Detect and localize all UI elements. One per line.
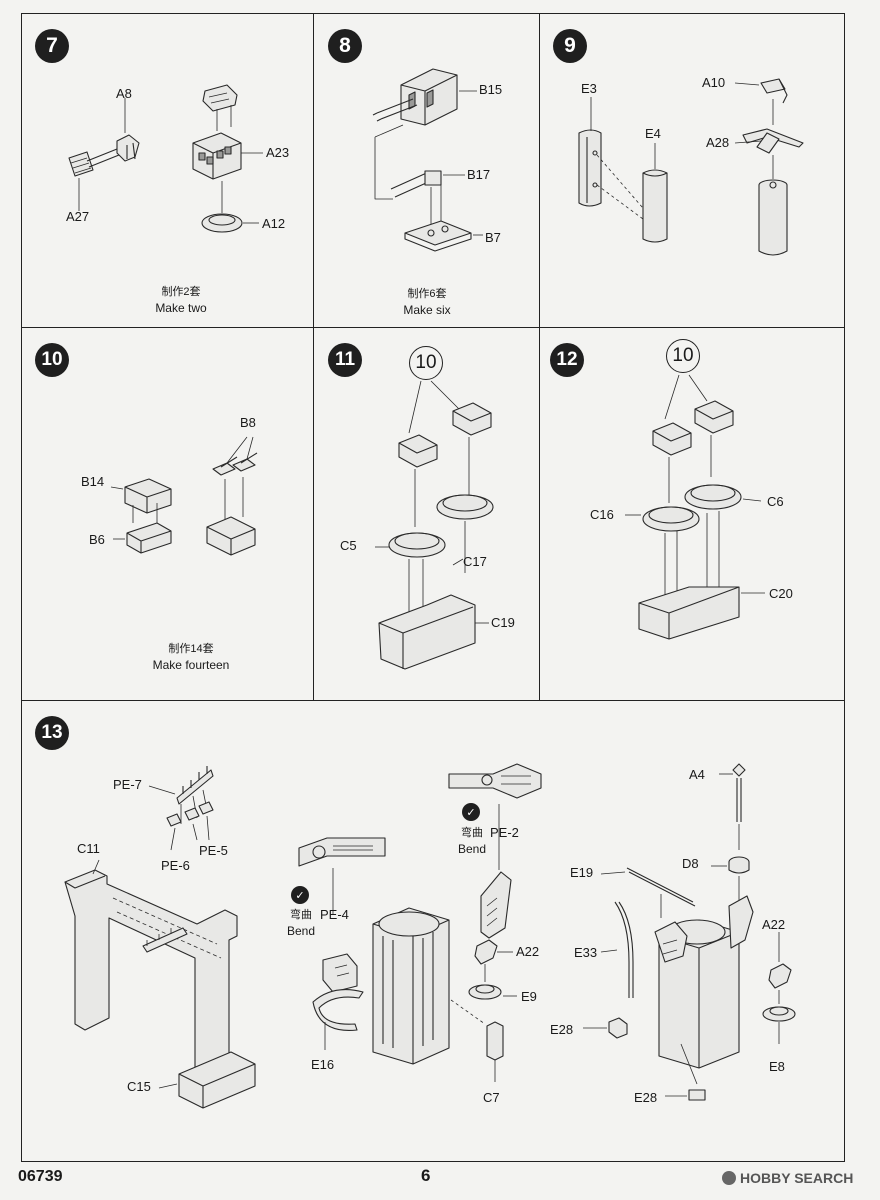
part-label-pe2: PE-2 <box>490 825 519 840</box>
assembly-quantity-note: 制作14套 Make fourteen <box>131 640 251 672</box>
part-label-a27: A27 <box>66 209 90 224</box>
part-label-b15: B15 <box>479 82 503 97</box>
part-label-a10: A10 <box>702 75 726 90</box>
note-english: Make two <box>155 301 207 315</box>
step-number-badge: 10 <box>35 343 69 377</box>
part-label-a28: A28 <box>706 135 730 150</box>
part-label-c20: C20 <box>769 586 793 601</box>
part-label-c11: C11 <box>77 841 100 856</box>
part-label-e8: E8 <box>769 1059 785 1074</box>
step-10-panel: 10 B8 B14 B6 制作14套 Make fourteen <box>21 327 314 701</box>
panel-frame-step-13 <box>21 700 845 1162</box>
note-chinese: 制作14套 <box>168 643 214 655</box>
step-9-panel: 9 E3 E4 A10 A28 <box>539 13 845 328</box>
part-label-b17: B17 <box>467 167 491 182</box>
part-label-e33: E33 <box>574 945 598 960</box>
part-label-b6: B6 <box>89 532 105 547</box>
note-chinese: 制作2套 <box>161 286 201 298</box>
step-7-panel: 7 A8 A23 A27 A12 制作2套 Make two <box>21 13 314 328</box>
step-8-panel: 8 B15 B17 B7 制作6套 Make six <box>313 13 540 328</box>
watermark-text: HOBBY SEARCH <box>740 1170 854 1186</box>
reference-step-circle: 10 <box>409 346 443 380</box>
part-label-e3: E3 <box>581 81 597 96</box>
part-label-c16: C16 <box>590 507 614 522</box>
part-label-pe4: PE-4 <box>320 907 349 922</box>
part-label-a22-right: A22 <box>762 917 786 932</box>
bend-icon: ✓ <box>462 803 480 821</box>
step-12-panel: 12 10 C16 C6 C20 <box>539 327 845 701</box>
part-label-e19: E19 <box>570 865 594 880</box>
note-chinese: 制作6套 <box>407 288 447 300</box>
part-label-b14: B14 <box>81 474 105 489</box>
kit-code: 06739 <box>18 1168 63 1185</box>
step-number-badge: 8 <box>328 29 362 63</box>
part-label-d8: D8 <box>682 856 699 871</box>
bend-english: Bend <box>286 924 316 938</box>
reference-step-circle: 10 <box>666 339 700 373</box>
part-label-a12: A12 <box>262 216 286 231</box>
bend-note-pe2: 弯曲 Bend <box>442 824 502 856</box>
step-8-diagram <box>372 68 483 252</box>
step-13-panel: 13 <box>21 700 845 1162</box>
part-label-e28-upper: E28 <box>550 1022 574 1037</box>
step-11-panel: 11 10 C5 C17 C19 <box>313 327 540 701</box>
part-label-a23: A23 <box>266 145 290 160</box>
step-12-diagram <box>625 374 765 640</box>
step-11-diagram <box>375 380 494 670</box>
part-label-b7: B7 <box>485 230 501 245</box>
step-number-badge: 7 <box>35 29 69 63</box>
part-label-e16: E16 <box>311 1057 335 1072</box>
watermark: HOBBY SEARCH <box>722 1170 853 1186</box>
step-number-badge: 13 <box>35 716 69 750</box>
bend-chinese: 弯曲 <box>461 827 483 839</box>
part-label-b8: B8 <box>240 415 256 430</box>
part-label-a4: A4 <box>689 767 705 782</box>
part-label-pe7: PE-7 <box>113 777 142 792</box>
watermark-logo-icon <box>722 1171 736 1185</box>
step-number-badge: 11 <box>328 343 362 377</box>
assembly-quantity-note: 制作6套 Make six <box>377 285 477 317</box>
bend-english: Bend <box>457 842 487 856</box>
part-label-a8: A8 <box>116 86 132 101</box>
step-number-badge: 12 <box>550 343 584 377</box>
bend-chinese: 弯曲 <box>290 909 312 921</box>
part-label-c6: C6 <box>767 494 784 509</box>
part-label-e9: E9 <box>521 989 537 1004</box>
step-number-badge: 9 <box>553 29 587 63</box>
part-label-c19: C19 <box>491 615 515 630</box>
assembly-quantity-note: 制作2套 Make two <box>131 283 231 315</box>
bend-icon: ✓ <box>291 886 309 904</box>
part-label-c5: C5 <box>340 538 357 553</box>
part-label-pe5: PE-5 <box>199 843 228 858</box>
note-english: Make fourteen <box>152 658 230 672</box>
part-label-a22-left: A22 <box>516 944 540 959</box>
note-english: Make six <box>403 303 451 317</box>
part-label-pe6: PE-6 <box>161 858 190 873</box>
part-label-e4: E4 <box>645 126 661 141</box>
step-10-diagram <box>110 436 258 556</box>
step-13-diagram <box>64 763 796 1109</box>
part-label-e28-lower: E28 <box>634 1090 658 1105</box>
page-number: 6 <box>421 1166 431 1185</box>
step-7-diagram <box>68 84 263 233</box>
part-label-c15: C15 <box>127 1079 151 1094</box>
part-label-c7: C7 <box>483 1090 500 1105</box>
step-9-diagram <box>578 78 804 256</box>
part-label-c17: C17 <box>463 554 487 569</box>
bend-note-pe4: 弯曲 Bend <box>271 906 331 938</box>
